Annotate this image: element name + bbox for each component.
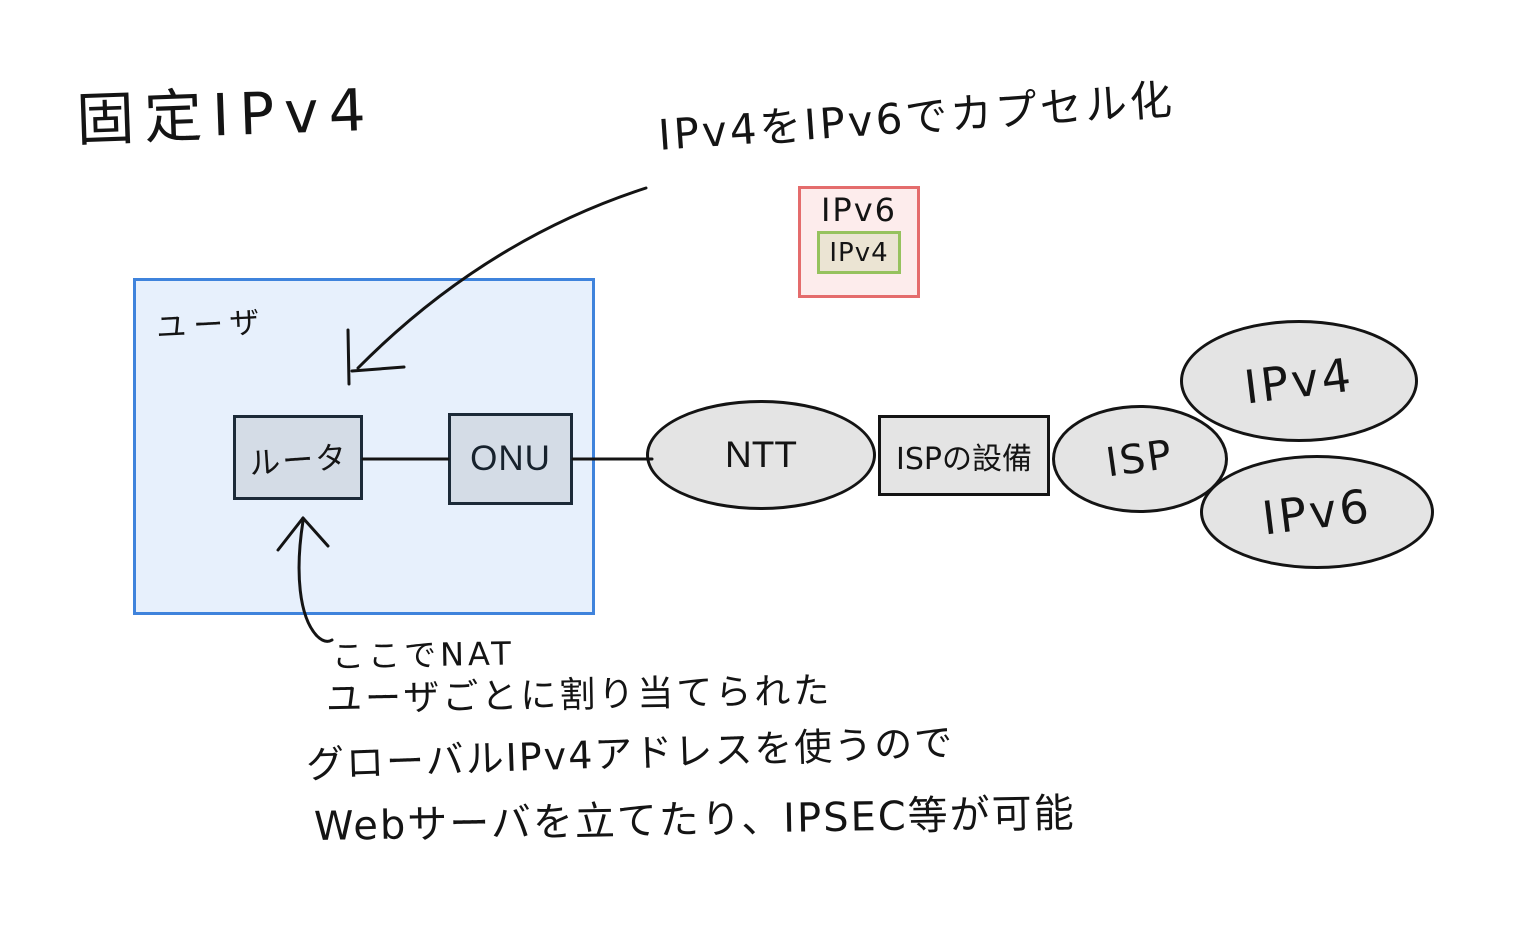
ntt-label: NTT: [725, 434, 797, 475]
isp-equipment-label: ISPの設備: [896, 441, 1032, 477]
isp-equipment-node: ISPの設備: [878, 415, 1050, 496]
user-area-label: ユーザ: [155, 305, 268, 346]
ipv4-packet-label: IPv4: [829, 237, 889, 268]
ipv6-network-node: IPv6: [1200, 455, 1434, 569]
ipv4-network-node: IPv4: [1180, 320, 1418, 442]
ipv6-packet-box: IPv6 IPv4: [798, 186, 920, 298]
ntt-node: NTT: [646, 400, 876, 510]
ipv6-packet-label: IPv6: [820, 191, 898, 229]
isp-label: ISP: [1103, 431, 1177, 487]
note-webserver-ipsec: Webサーバを立てたり、IPSEC等が可能: [313, 790, 1077, 850]
onu-label: ONU: [470, 439, 551, 478]
note-global-ipv4: グローバルIPv4アドレスを使うので: [305, 720, 955, 787]
router-box: ルータ: [233, 415, 363, 500]
onu-box: ONU: [448, 413, 573, 505]
router-label: ルータ: [247, 439, 349, 483]
ipv6-network-label: IPv6: [1259, 478, 1375, 546]
isp-node: ISP: [1052, 405, 1228, 513]
ipv4-packet-box: IPv4: [817, 231, 901, 274]
encapsulation-caption: IPv4をIPv6でカプセル化: [656, 74, 1177, 160]
note-assigned-per-user: ユーザごとに割り当てられた: [325, 670, 833, 721]
page-title: 固定IPv4: [75, 75, 377, 155]
ipv4-network-label: IPv4: [1241, 347, 1357, 415]
